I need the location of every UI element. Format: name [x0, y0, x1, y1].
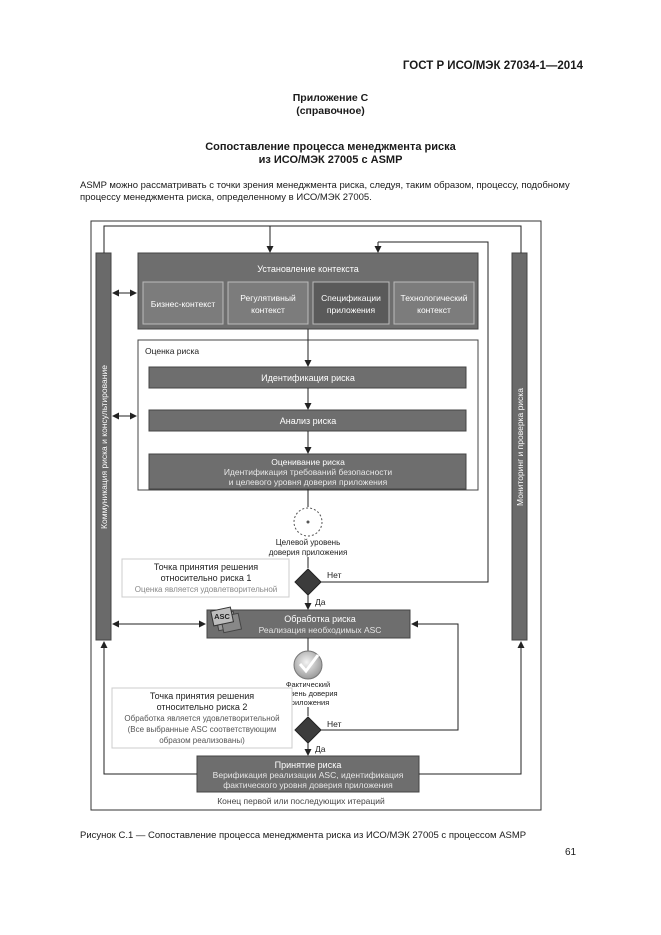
- no2-loop-line: [321, 620, 459, 731]
- decision2-diamond: [294, 716, 322, 744]
- acceptance-line3: фактического уровня доверия приложения: [223, 780, 393, 790]
- decision2-line4: (Все выбранные ASC соответствующим: [128, 725, 277, 734]
- analysis-label: Анализ риска: [280, 416, 337, 426]
- identification-label: Идентификация риска: [261, 373, 355, 383]
- context-item-label: Спецификации: [321, 293, 381, 303]
- asc-badge-icon: [210, 606, 243, 634]
- document-header: ГОСТ Р ИСО/МЭК 27034-1—2014: [402, 60, 583, 72]
- decision1-box: [121, 558, 290, 598]
- decision1-line1: Точка принятия решения: [154, 562, 258, 572]
- treatment-subtitle: Реализация необходимых ASC: [259, 625, 382, 635]
- iteration-end-label: Конец первой или последующих итераций: [217, 796, 385, 806]
- yes2-label: Да: [315, 744, 326, 754]
- communication-bar-label: Коммуникация риска и консультирование: [99, 365, 109, 529]
- annex-title: Приложение С: [292, 92, 369, 104]
- assessment-title: Оценка риска: [145, 346, 199, 356]
- acceptance-title: Принятие риска: [275, 760, 342, 770]
- target-dot-icon: [306, 520, 310, 524]
- decision2-box: [111, 687, 293, 749]
- section-title: Сопоставление процесса менеджмента риска…: [0, 141, 661, 167]
- context-item-label: контекст: [251, 305, 285, 315]
- acceptance-comm-line: [100, 641, 197, 775]
- monitoring-bar: [511, 252, 528, 641]
- context-item-tech: [393, 281, 475, 325]
- no1-label: Нет: [327, 570, 342, 580]
- asc-badge-label: ASC: [214, 612, 230, 621]
- actual-level-line1: Фактический: [286, 680, 330, 689]
- page-number: 61: [565, 847, 577, 858]
- evaluation-line2: Идентификация требований безопасности: [224, 467, 393, 477]
- no1-loop-line: [321, 241, 489, 583]
- actual-level-line2: уровень доверия: [278, 689, 337, 698]
- context-item-regulatory: [227, 281, 309, 325]
- figure-caption: Рисунок С.1 — Сопоставление процесса мен…: [80, 830, 527, 841]
- decision1-line3: Оценка является удовлетворительной: [135, 585, 278, 594]
- context-item-label: контекст: [417, 305, 451, 315]
- diagram-frame: [90, 220, 542, 811]
- intro-paragraph: ASMP можно рассматривать с точки зрения …: [80, 180, 570, 203]
- acceptance-line2: Верификация реализации ASC, идентификаци…: [213, 770, 404, 780]
- decision1-diamond: [294, 568, 322, 596]
- decision2-line1: Точка принятия решения: [150, 691, 254, 701]
- checkmark-icon: [298, 654, 320, 674]
- context-item-label: Технологический: [401, 293, 468, 303]
- target-level-line2: доверия приложения: [269, 548, 348, 557]
- yes1-label: Да: [315, 597, 326, 607]
- acceptance-monitor-line: [419, 641, 525, 775]
- evaluation-box: [148, 453, 467, 490]
- monitoring-bar-label: Мониторинг и проверка риска: [515, 388, 525, 506]
- no2-label: Нет: [327, 719, 342, 729]
- context-item-label: Регулятивный: [240, 293, 296, 303]
- decision2-line3: Обработка является удовлетворительной: [124, 714, 279, 723]
- annex-type: (справочное): [296, 105, 365, 117]
- annex-heading: Приложение С (справочное): [0, 92, 661, 118]
- context-item-specs: [312, 281, 390, 325]
- treatment-title: Обработка риска: [284, 614, 356, 624]
- decision2-line5: образом реализованы): [159, 736, 245, 745]
- target-level-line1: Целевой уровень: [276, 538, 341, 547]
- actual-level-line3: приложения: [287, 698, 330, 707]
- context-item-business: [142, 281, 224, 325]
- decision2-line2: относительно риска 2: [157, 702, 248, 712]
- decision1-line2: относительно риска 1: [161, 573, 252, 583]
- top-loop-line: [103, 225, 522, 253]
- evaluation-line3: и целевого уровня доверия приложения: [229, 477, 388, 487]
- context-title: Установление контекста: [257, 264, 359, 274]
- context-item-label: Бизнес-контекст: [151, 299, 216, 309]
- context-item-label: приложения: [327, 305, 376, 315]
- section-title-line2: из ИСО/МЭК 27005 с ASMP: [258, 154, 403, 166]
- section-title-line1: Сопоставление процесса менеджмента риска: [205, 141, 456, 153]
- evaluation-title: Оценивание риска: [271, 457, 345, 467]
